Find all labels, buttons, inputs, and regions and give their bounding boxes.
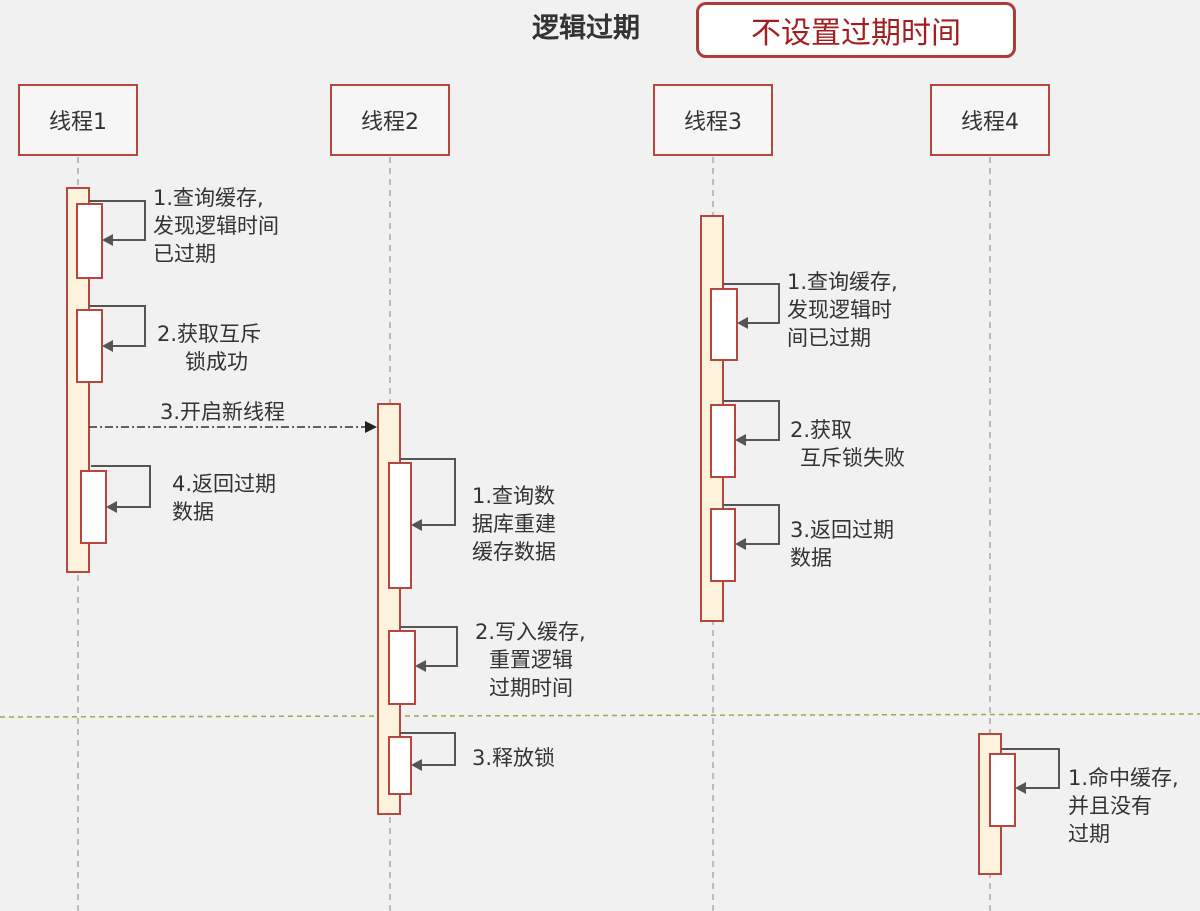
message-label: 3.开启新线程 — [160, 400, 286, 424]
thread-4-header: 线程4 — [930, 84, 1050, 156]
arrow-head — [735, 434, 746, 446]
arrow-head — [411, 759, 422, 771]
thread-1-header: 线程1 — [18, 84, 138, 156]
self-call-box — [388, 462, 412, 589]
message-label: 3.释放锁 — [472, 746, 556, 770]
self-call-box — [989, 753, 1016, 827]
self-call-box — [710, 288, 738, 361]
self-call-arrow — [400, 732, 456, 766]
thread-3-header: 线程3 — [653, 84, 773, 156]
arrow-head — [735, 538, 746, 550]
thread-2-header: 线程2 — [330, 84, 450, 156]
self-call-box — [76, 203, 103, 279]
arrow-head — [102, 340, 113, 352]
self-call-arrow — [723, 400, 780, 441]
arrow-head — [365, 421, 377, 433]
self-call-arrow — [89, 200, 146, 241]
self-call-box — [76, 309, 103, 383]
message-label: 2.获取互斥 锁成功 — [157, 322, 262, 374]
diagram-title: 逻辑过期 — [532, 13, 640, 44]
self-call-box — [80, 470, 107, 544]
arrow-head — [415, 660, 426, 672]
self-call-arrow — [1001, 748, 1060, 789]
self-call-arrow — [723, 504, 780, 545]
message-label: 1.命中缓存, 并且没有 过期 — [1068, 766, 1179, 846]
self-call-arrow — [400, 626, 458, 667]
phase-separator — [0, 713, 1200, 718]
self-call-arrow — [400, 458, 456, 526]
arrow-head — [411, 519, 422, 531]
self-call-box — [388, 630, 416, 705]
arrow-head — [106, 501, 117, 513]
arrow-head — [102, 234, 113, 246]
self-call-box — [388, 736, 412, 795]
self-call-box — [710, 508, 736, 582]
message-label: 1.查询缓存, 发现逻辑时间 已过期 — [153, 186, 279, 266]
message-label: 3.返回过期 数据 — [790, 518, 895, 570]
self-call-box — [710, 404, 736, 478]
self-call-arrow — [89, 305, 146, 347]
message-label: 2.写入缓存, 重置逻辑 过期时间 — [475, 620, 586, 700]
message-label: 1.查询缓存, 发现逻辑时 间已过期 — [787, 270, 898, 350]
subtitle-badge: 不设置过期时间 — [696, 2, 1016, 58]
message-label: 1.查询数 据库重建 缓存数据 — [472, 484, 556, 564]
message-label: 4.返回过期 数据 — [172, 472, 277, 524]
arrow-head — [1015, 782, 1026, 794]
message-label: 2.获取 互斥锁失败 — [790, 418, 905, 470]
self-call-arrow — [723, 283, 780, 324]
arrow-head — [737, 317, 748, 329]
self-call-arrow — [91, 465, 151, 508]
